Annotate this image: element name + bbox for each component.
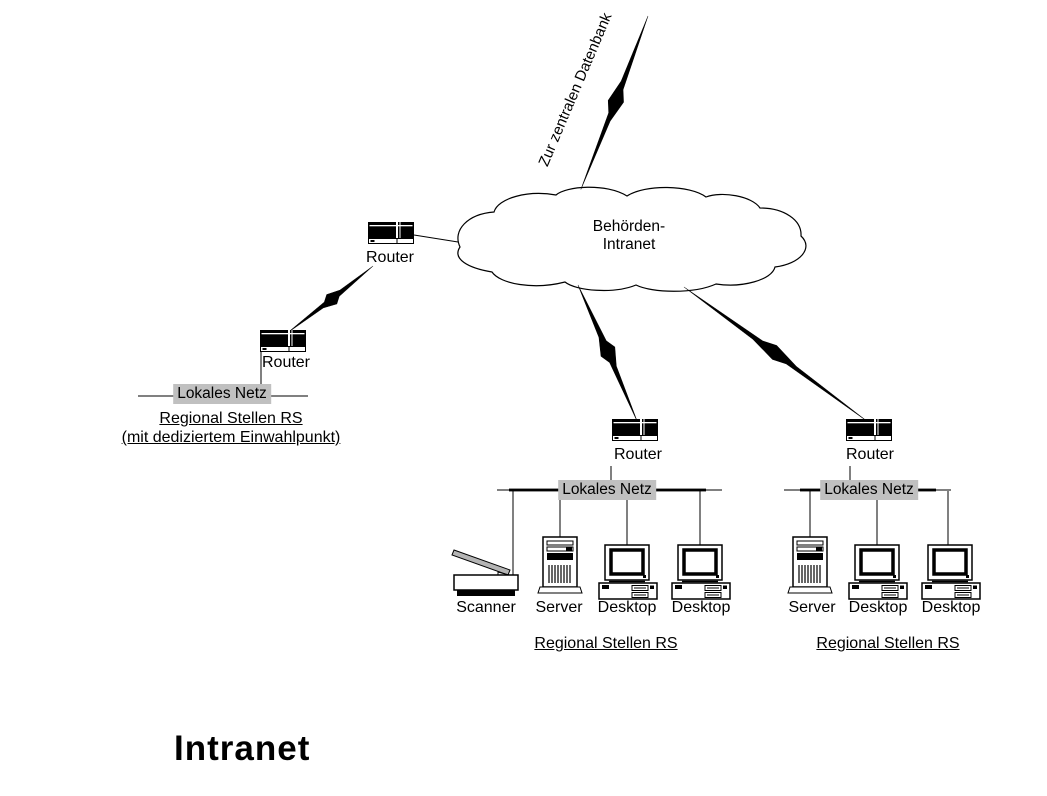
desktop-icon-middle-2 [670,543,732,601]
device-label-scanner: Scanner [456,599,516,616]
router-cloud-link [413,234,459,243]
desktop-icon-middle-1 [597,543,659,601]
lan-label-left: Lokales Netz [173,384,271,404]
middle-site-lightning-bolt [571,280,646,426]
router-icon-left [259,329,307,352]
left-site-lightning-bolt [283,261,379,339]
desktop-icon-right-1 [847,543,909,601]
server-icon-middle [537,536,583,594]
device-label-desktop-right-2: Desktop [921,599,981,616]
cloud-label: Behörden- Intranet [593,218,665,254]
lan-label-middle: Lokales Netz [558,480,656,500]
cloud-label-line1: Behörden- [592,218,666,235]
site-note-left: (mit dediziertem Einwahlpunkt) [121,429,341,446]
device-label-server-middle: Server [535,599,583,616]
device-label-desktop-right-1: Desktop [848,599,908,616]
lan-label-right: Lokales Netz [820,480,918,500]
router-label-middle: Router [613,446,663,463]
router-icon-middle [611,418,659,441]
router-icon-right [845,418,893,441]
site-name-left: Regional Stellen RS [159,410,303,427]
cloud-label-line2: Intranet [602,236,656,253]
router-label-left: Router [261,354,311,371]
right-lan-lines [784,466,951,546]
site-name-right: Regional Stellen RS [816,635,960,652]
scanner-icon [451,549,519,596]
router-label-right: Router [845,446,895,463]
device-label-desktop-middle-1: Desktop [597,599,657,616]
desktop-icon-right-2 [920,543,982,601]
site-name-middle: Regional Stellen RS [534,635,678,652]
server-icon-right [787,536,833,594]
cloud-shape [457,186,807,292]
router-icon-top-left [367,221,415,244]
page-title: Intranet [174,729,311,768]
right-site-lightning-bolt [679,279,873,428]
device-label-desktop-middle-2: Desktop [671,599,731,616]
device-label-server-right: Server [788,599,836,616]
router-label-top-left: Router [365,249,415,266]
